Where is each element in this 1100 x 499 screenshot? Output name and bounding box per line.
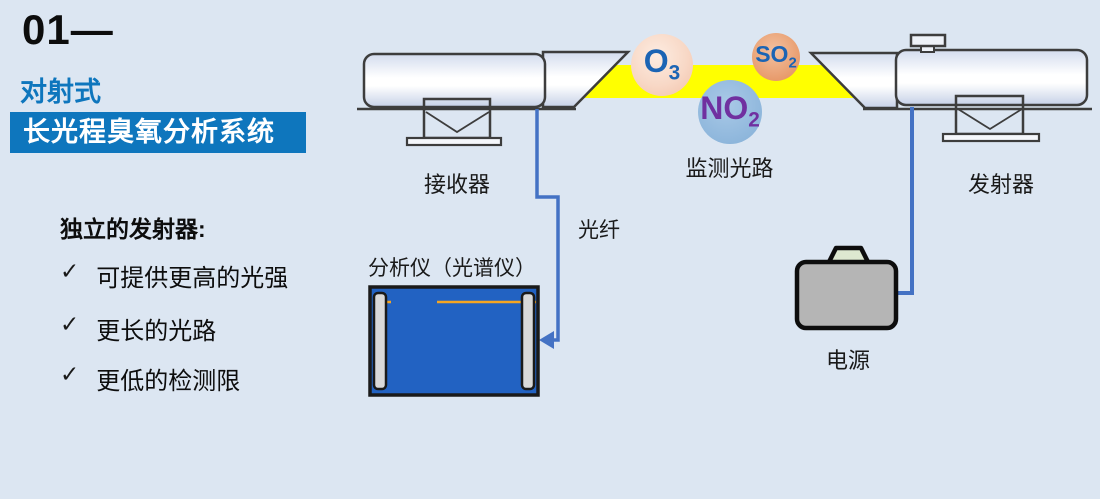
- features-heading: 独立的发射器:: [60, 216, 206, 242]
- molecule-no2: NO2: [698, 80, 762, 144]
- check-icon: ✓: [60, 311, 80, 337]
- feature-item: ✓ 更长的光路: [60, 311, 216, 346]
- feature-text: 可提供更高的光强: [96, 265, 289, 292]
- transmitter-label: 发射器: [967, 172, 1034, 197]
- transmitter-knob-cap: [909, 33, 947, 48]
- molecule-no2-formula: NO2: [700, 90, 760, 132]
- slide-number: 01—: [22, 6, 114, 53]
- molecule-so2: SO2: [752, 33, 800, 81]
- check-icon: ✓: [60, 258, 80, 284]
- transmitter-cylinder-icon: [894, 48, 1089, 107]
- feature-item: ✓ 可提供更高的光强: [60, 258, 288, 293]
- power-supply-case: [794, 259, 899, 331]
- receiver-label: 接收器: [423, 172, 490, 197]
- transmitter-mount-base: [941, 132, 1041, 143]
- slide-subtitle: 对射式: [20, 77, 101, 107]
- fiber-arrowhead-icon: [539, 331, 554, 349]
- analyzer-port-right: [520, 291, 536, 391]
- feature-text: 更低的检测限: [96, 368, 241, 395]
- power-line: [897, 107, 914, 295]
- power-label: 电源: [825, 348, 870, 373]
- receiver-mount-base: [405, 136, 503, 147]
- analyzer-box: [368, 285, 540, 397]
- receiver-mount-lens: [425, 111, 490, 134]
- analyzer-port-left: [372, 291, 388, 391]
- molecule-o3: O3: [631, 34, 693, 96]
- analyzer-label: 分析仪（光谱仪）: [368, 257, 536, 280]
- fiber-line: [535, 109, 560, 342]
- transmitter-mount-lens: [957, 108, 1023, 131]
- beam-label: 监测光路: [685, 156, 774, 181]
- feature-item: ✓ 更低的检测限: [60, 361, 240, 396]
- feature-text: 更长的光路: [96, 318, 217, 345]
- title-badge: 长光程臭氧分析系统: [10, 112, 306, 153]
- check-icon: ✓: [60, 361, 80, 387]
- fiber-label: 光纤: [578, 219, 620, 242]
- molecule-so2-formula: SO2: [755, 40, 797, 72]
- receiver-cylinder-icon: [362, 52, 547, 109]
- molecule-o3-formula: O3: [643, 43, 681, 85]
